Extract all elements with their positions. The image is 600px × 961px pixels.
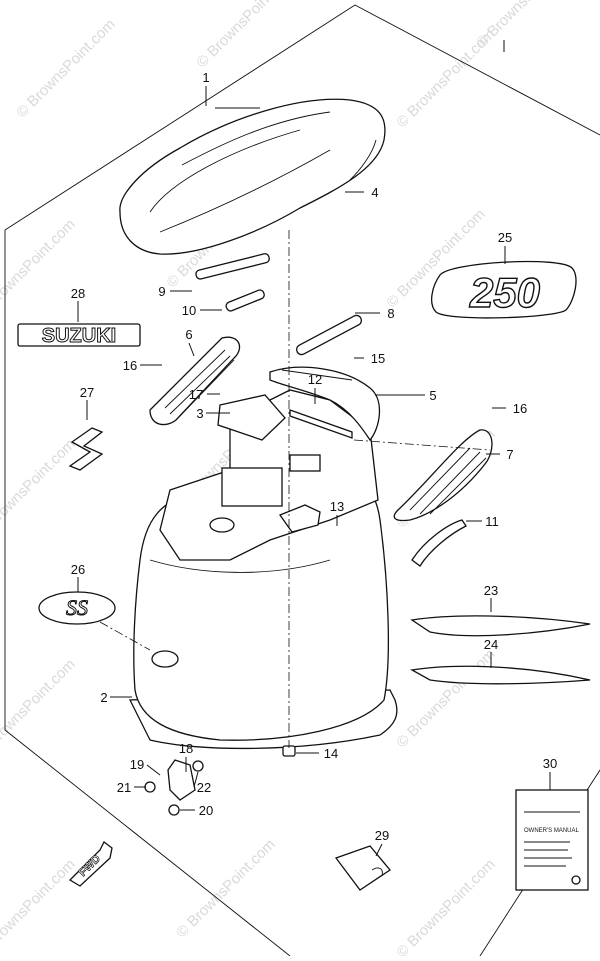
frame-outline	[4, 4, 600, 231]
model-decal-text: 250	[469, 269, 540, 316]
callout-12: 12	[308, 372, 322, 387]
callout-26: 26	[71, 562, 85, 577]
callout-28: 28	[71, 286, 85, 301]
callout-5: 5	[429, 388, 436, 403]
callout-16-left: 16	[123, 358, 137, 373]
owners-manual: OWNER'S MANUAL	[515, 789, 589, 891]
callout-18: 18	[179, 741, 193, 756]
callout-17: 17	[189, 387, 203, 402]
callout-30: 30	[543, 756, 557, 771]
seal-11	[411, 519, 467, 567]
callout-29: 29	[375, 828, 389, 843]
top-cover	[119, 98, 386, 255]
manual-title: OWNER'S MANUAL	[524, 828, 579, 834]
leader-lines	[77, 40, 551, 857]
callout-2: 2	[100, 690, 107, 705]
parts-bag	[334, 845, 391, 891]
callout-14: 14	[324, 746, 338, 761]
latch-bracket	[144, 759, 204, 816]
seal-strip-9	[195, 253, 270, 280]
callout-labels: 1 2 3 4 5 6 7 8 9 10 11 12 13 14 15 16 1…	[71, 70, 557, 843]
ss-decal-text: SS	[66, 595, 88, 620]
frame-outline-bottom	[4, 230, 291, 956]
gasket-3	[217, 394, 286, 441]
callout-27: 27	[80, 385, 94, 400]
model-decal-250: 250	[430, 260, 577, 319]
brand-decal: SUZUKI	[17, 323, 141, 348]
seal-strip-8	[295, 314, 363, 356]
engine-cover-body	[128, 389, 398, 750]
callout-22: 22	[197, 780, 211, 795]
callout-6: 6	[185, 327, 192, 342]
air-duct-5	[269, 366, 381, 442]
callout-11: 11	[485, 514, 499, 529]
callout-13: 13	[330, 499, 344, 514]
callout-3: 3	[196, 406, 203, 421]
stripe-24	[410, 665, 591, 685]
callout-16-right: 16	[513, 401, 527, 416]
alignment-line-26	[99, 621, 151, 651]
brand-decal-text: SUZUKI	[42, 325, 116, 347]
alignment-line-7	[353, 439, 491, 451]
side-vent-6	[149, 336, 241, 426]
callout-15: 15	[371, 351, 385, 366]
s-emblem-decal	[68, 427, 104, 471]
fwd-arrow-icon: FWD	[68, 841, 113, 887]
callout-25: 25	[498, 230, 512, 245]
callout-23: 23	[484, 583, 498, 598]
callout-9: 9	[158, 284, 165, 299]
callout-4: 4	[371, 185, 378, 200]
ss-decal: SS	[38, 591, 116, 625]
callout-7: 7	[506, 447, 513, 462]
seal-strip-10	[225, 289, 265, 312]
callout-19: 19	[130, 757, 144, 772]
callout-10: 10	[182, 303, 196, 318]
callout-21: 21	[117, 780, 131, 795]
stripe-23	[410, 615, 591, 637]
callout-1: 1	[202, 70, 209, 85]
callout-20: 20	[199, 803, 213, 818]
callout-24: 24	[484, 637, 498, 652]
callout-8: 8	[387, 306, 394, 321]
seal-12	[289, 409, 353, 439]
